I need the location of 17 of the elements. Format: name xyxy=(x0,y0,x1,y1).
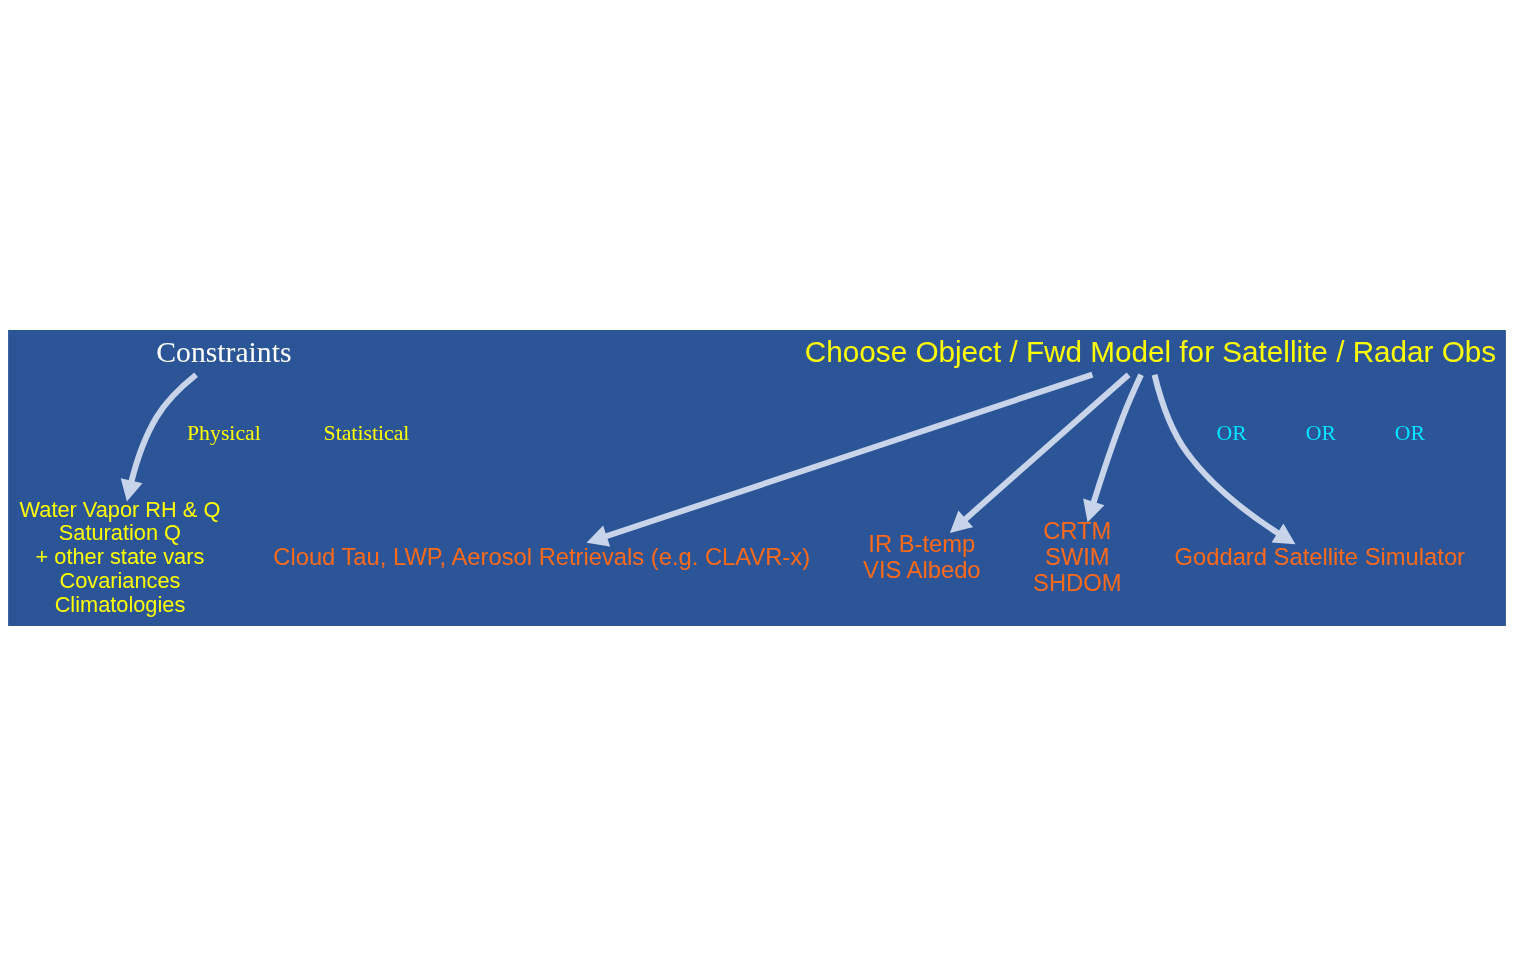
node-text: Water Vapor RH & Q Saturation Q + other state vars Covariances Climatologies xyxy=(19,496,221,617)
arrow xyxy=(1151,373,1296,544)
node-text: IR B-temp VIS Albedo xyxy=(863,529,981,583)
arrow xyxy=(586,371,1094,547)
node-text: Constraints xyxy=(156,335,292,368)
node-text: Choose Object / Fwd Model for Satellite / Radar Obs xyxy=(804,334,1497,368)
label: Physical xyxy=(187,420,261,445)
label: OR xyxy=(1216,420,1247,445)
label: OR xyxy=(1394,420,1426,445)
node-text: CRTM SWIM SHDOM xyxy=(1033,516,1122,596)
label: Statistical xyxy=(323,420,410,445)
arrow xyxy=(1083,373,1144,522)
label: OR xyxy=(1305,420,1336,445)
node-text: Cloud Tau, LWP, Aerosol Retrievals (e.g. CLAVR-x) xyxy=(273,542,811,570)
arrow xyxy=(120,371,198,501)
arrow xyxy=(949,371,1131,533)
node-text: Goddard Satellite Simulator xyxy=(1174,542,1466,570)
